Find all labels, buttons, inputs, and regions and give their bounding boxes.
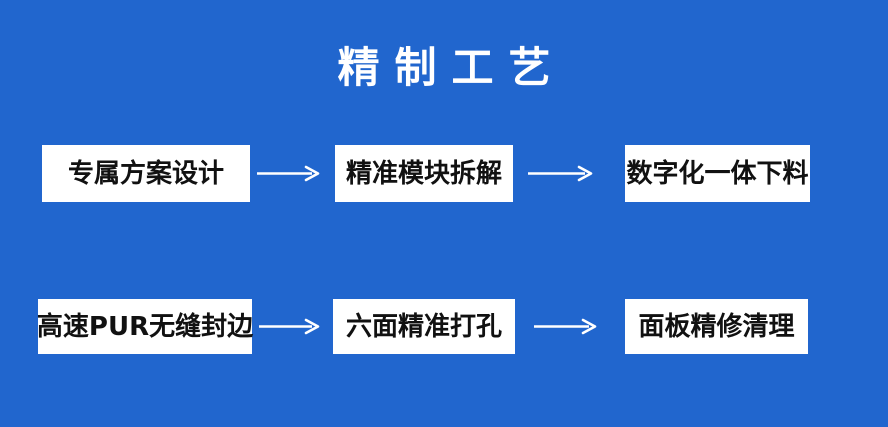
arrow-right-icon bbox=[534, 318, 597, 335]
flow-step-digital-cutting: 数字化一体下料 bbox=[625, 145, 810, 202]
flow-step-six-side-drilling: 六面精准打孔 bbox=[333, 299, 515, 354]
flow-step-panel-finishing: 面板精修清理 bbox=[625, 299, 808, 354]
arrow-right-icon bbox=[259, 318, 320, 335]
page-title: 精制工艺 bbox=[337, 43, 566, 92]
arrow-right-icon bbox=[528, 165, 593, 182]
flow-step-module-breakdown: 精准模块拆解 bbox=[335, 145, 513, 202]
arrow-right-icon bbox=[257, 165, 320, 182]
flow-step-pur-edge-banding: 高速PUR无缝封边 bbox=[37, 299, 253, 354]
flow-step-exclusive-design: 专属方案设计 bbox=[42, 145, 250, 202]
